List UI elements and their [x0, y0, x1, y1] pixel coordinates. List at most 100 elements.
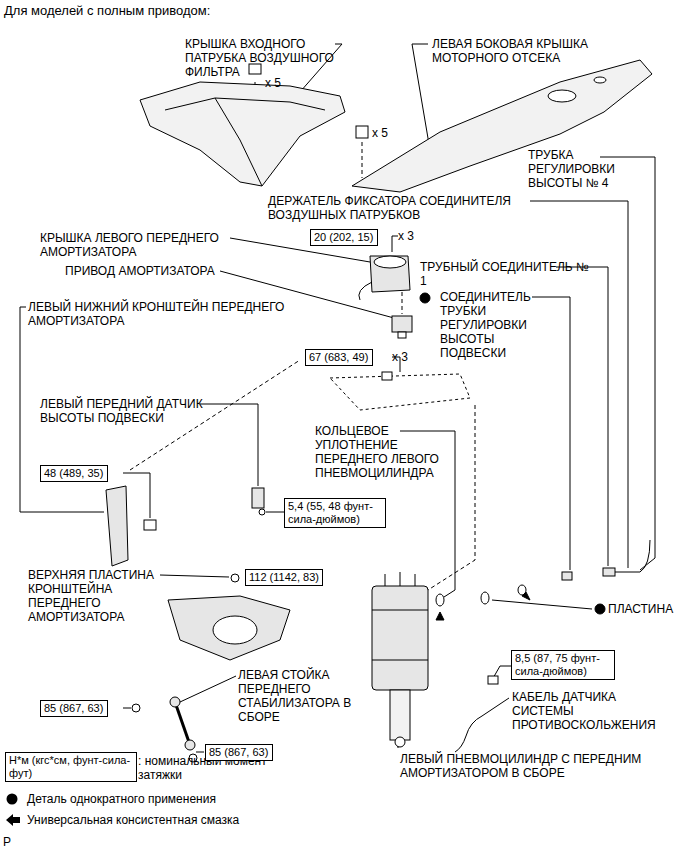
part-label: ЛЕВЫЙ ПНЕВМОЦИЛИНДР С ПЕРЕДНИМ АМОРТИЗАТ…: [400, 752, 672, 780]
torque-value: 5,4 (55, 48 фунт-сила-дюймов): [288, 500, 382, 526]
part-label: P: [3, 835, 11, 849]
engine-side-cover: [594, 77, 606, 83]
small-parts: [436, 594, 444, 606]
suspension-arm: [168, 596, 290, 660]
leader-lines: [412, 44, 430, 150]
single-use-symbol: [5, 792, 21, 806]
leader-lines: [482, 698, 509, 716]
torque-value: Н*м (кгс*см, фунт-сила-фут): [9, 754, 133, 780]
stabilizer-link: [132, 704, 140, 712]
leader-lines: [160, 575, 229, 577]
shock-cover: [370, 256, 410, 292]
bracket-outline: [330, 374, 470, 410]
quantity-mark: x 3: [392, 350, 408, 364]
height-sensor: [252, 488, 264, 508]
leader-lines: [556, 267, 608, 566]
legend-text: Деталь однократного применения: [27, 792, 216, 806]
shock-cover: [374, 256, 406, 268]
diagram-title: Для моделей с полным приводом:: [4, 3, 210, 19]
small-parts: [603, 568, 615, 576]
engine-side-cover: [548, 90, 576, 102]
air-filter-cover: [165, 98, 325, 110]
air-spring-cylinder: [385, 574, 386, 586]
engine-side-cover: [352, 60, 652, 192]
air-spring-cylinder: [400, 572, 401, 586]
air-filter-cover: [140, 82, 345, 186]
legend-text: Универсальная консистентная смазка: [27, 813, 239, 827]
stabilizer-link: [170, 697, 180, 707]
leader-lines: [266, 512, 284, 513]
engine-side-cover: [352, 60, 652, 192]
quantity-mark: x 5: [372, 126, 388, 140]
suspension-arm: [213, 616, 257, 644]
part-label: ПРИВОД АМОРТИЗАТОРА: [65, 264, 215, 278]
part-label: ЛЕВЫЙ НИЖНИЙ КРОНШТЕЙН ПЕРЕДНЕГО АМОРТИЗ…: [28, 300, 293, 328]
shock-actuator: [392, 316, 412, 332]
legend-item: Универсальная консистентная смазка: [5, 813, 239, 827]
leader-lines: [20, 44, 655, 752]
torque-value: 20 (202, 15): [314, 231, 374, 244]
part-label: ПЛАСТИНА: [608, 602, 673, 616]
part-label: КОЛЬЦЕВОЕ УПЛОТНЕНИЕ ПЕРЕДНЕГО ЛЕВОГО ПН…: [315, 424, 450, 480]
air-spring-cylinder: [372, 586, 428, 690]
quantity-mark: x 3: [398, 229, 414, 243]
part-label: КАБЕЛЬ ДАТЧИКА СИСТЕМЫ ПРОТИВОСКОЛЬЖЕНИЯ: [512, 690, 672, 732]
engine-side-cover: [356, 126, 368, 138]
torque-value: 67 (683, 49): [309, 351, 369, 364]
abs-sensor-cable: [488, 676, 498, 684]
torque-value: 8,5 (87, 75 фунт-сила-дюймов): [515, 652, 611, 678]
part-label: СОЕДИНИТЕЛЬ ТРУБКИ РЕГУЛИРОВКИ ВЫСОТЫ ПО…: [440, 290, 540, 360]
dashed-guides: [402, 292, 403, 314]
leader-lines: [532, 297, 570, 570]
air-spring-cylinder: [390, 690, 410, 740]
air-spring-cylinder: [395, 737, 405, 747]
torque-box: 48 (489, 35): [40, 465, 108, 482]
bracket-outline: [330, 372, 470, 410]
torque-value: 48 (489, 35): [44, 467, 104, 480]
shock-cover: [359, 256, 410, 300]
part-label: КРЫШКА ЛЕВОГО ПЕРЕДНЕГО АМОРТИЗАТОРА: [40, 231, 275, 259]
torque-value: 112 (1142, 83): [249, 571, 319, 584]
shock-cover: [359, 282, 372, 300]
abs-sensor-cable: [455, 676, 498, 752]
torque-box: 5,4 (55, 48 фунт-сила-дюймов): [284, 498, 386, 528]
small-parts: [615, 540, 650, 572]
air-filter-cover: [215, 98, 262, 186]
air-spring-cylinder: [372, 610, 428, 611]
torque-box: 8,5 (87, 75 фунт-сила-дюймов): [511, 650, 615, 680]
small-parts: [595, 604, 605, 614]
part-label: КРЫШКА ВХОДНОГО ПАТРУБКА ВОЗДУШНОГО ФИЛЬ…: [185, 37, 350, 79]
leader-lines: [123, 708, 131, 709]
small-parts: [481, 592, 489, 604]
dashed-guides: [362, 142, 363, 178]
suspension-arm: [168, 574, 290, 660]
air-filter-cover: [140, 64, 345, 186]
leader-lines: [196, 752, 204, 753]
torque-box: 85 (867, 63): [40, 700, 108, 717]
torque-box: 112 (1142, 83): [245, 569, 323, 586]
suspension-arm: [231, 574, 239, 582]
stabilizer-link: [132, 697, 197, 762]
dashed-guides: [428, 405, 475, 590]
part-label: ЛЕВАЯ БОКОВАЯ КРЫШКА МОТОРНОГО ОТСЕКА: [432, 37, 617, 65]
legend-item: Деталь однократного применения: [5, 792, 216, 806]
bracket-outline: [382, 372, 392, 380]
lower-bracket: [144, 520, 156, 530]
abs-sensor-cable: [455, 716, 482, 752]
leader-lines: [200, 404, 258, 486]
small-parts: [436, 612, 444, 620]
part-label: ТРУБКА РЕГУЛИРОВКИ ВЫСОТЫ № 4: [528, 148, 653, 190]
air-spring-cylinder: [372, 660, 428, 661]
torque-box: 67 (683, 49): [305, 349, 373, 366]
leader-lines: [530, 201, 628, 568]
part-label: ДЕРЖАТЕЛЬ ФИКСАТОРА СОЕДИНИТЕЛЯ ВОЗДУШНЫ…: [268, 194, 530, 222]
part-label: ТРУБНЫЙ СОЕДИНИТЕЛЬ № 1: [420, 260, 595, 288]
leader-lines: [180, 676, 236, 702]
torque-value: 85 (867, 63): [209, 746, 269, 759]
stabilizer-link: [185, 740, 195, 750]
stabilizer-link: [175, 702, 190, 745]
torque-value: 85 (867, 63): [44, 702, 104, 715]
leader-lines: [392, 236, 398, 252]
shock-actuator: [392, 316, 412, 338]
